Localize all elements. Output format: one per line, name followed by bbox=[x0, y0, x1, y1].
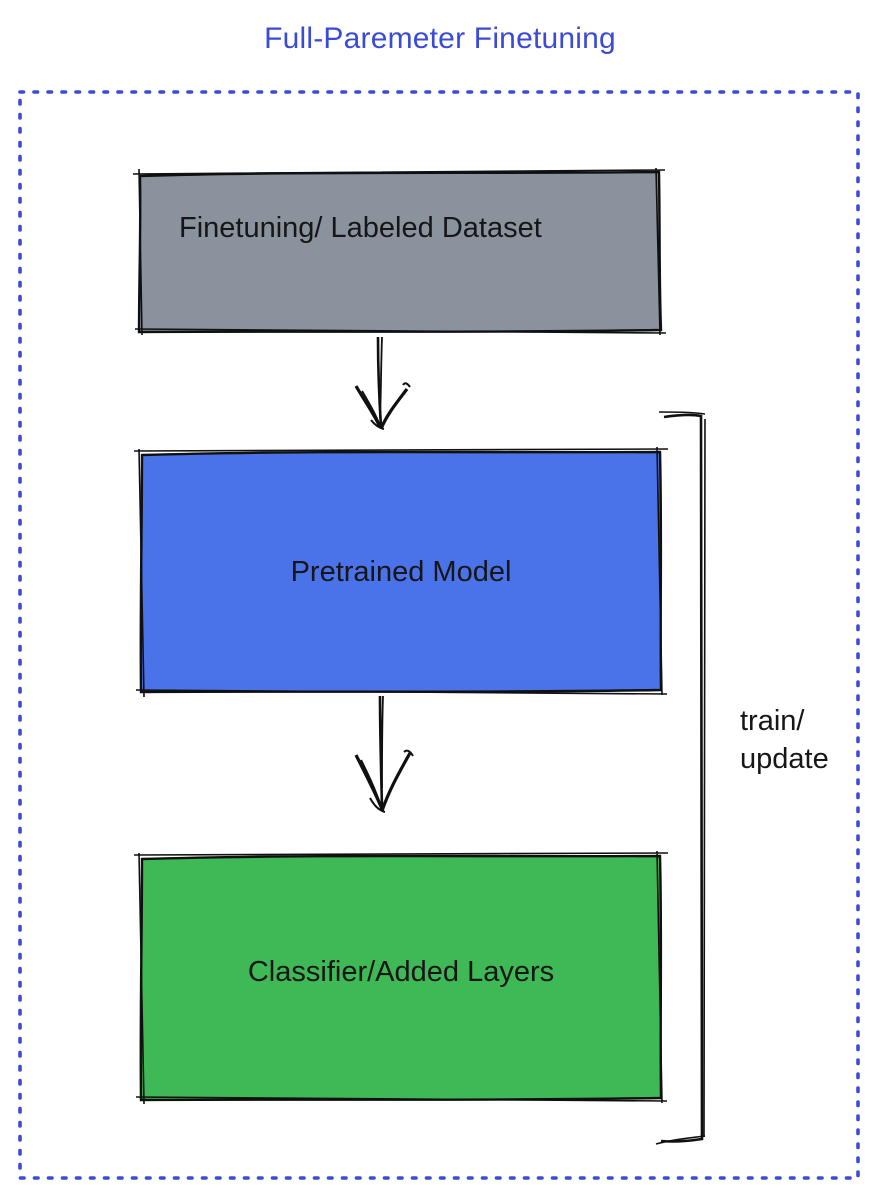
node-pretrained-box bbox=[133, 446, 669, 698]
node-classifier-label: Classifier/Added Layers bbox=[247, 956, 555, 988]
dotted-border bbox=[18, 90, 860, 1180]
bracket-label-line1: train/ bbox=[740, 705, 805, 737]
bracket-label: train/ update bbox=[740, 702, 829, 778]
node-pretrained-label: Pretrained Model bbox=[290, 556, 512, 588]
diagram-title: Full-Paremeter Finetuning bbox=[264, 22, 616, 55]
bracket-label-line2: update bbox=[740, 743, 829, 775]
arrow-dataset-to-pretrained bbox=[354, 336, 411, 430]
node-classifier-box bbox=[133, 850, 669, 1105]
node-dataset-label: Finetuning/ Labeled Dataset bbox=[179, 212, 542, 244]
node-dataset-box bbox=[132, 167, 667, 336]
train-update-bracket bbox=[655, 411, 706, 1145]
arrow-pretrained-to-classifier bbox=[354, 695, 414, 813]
